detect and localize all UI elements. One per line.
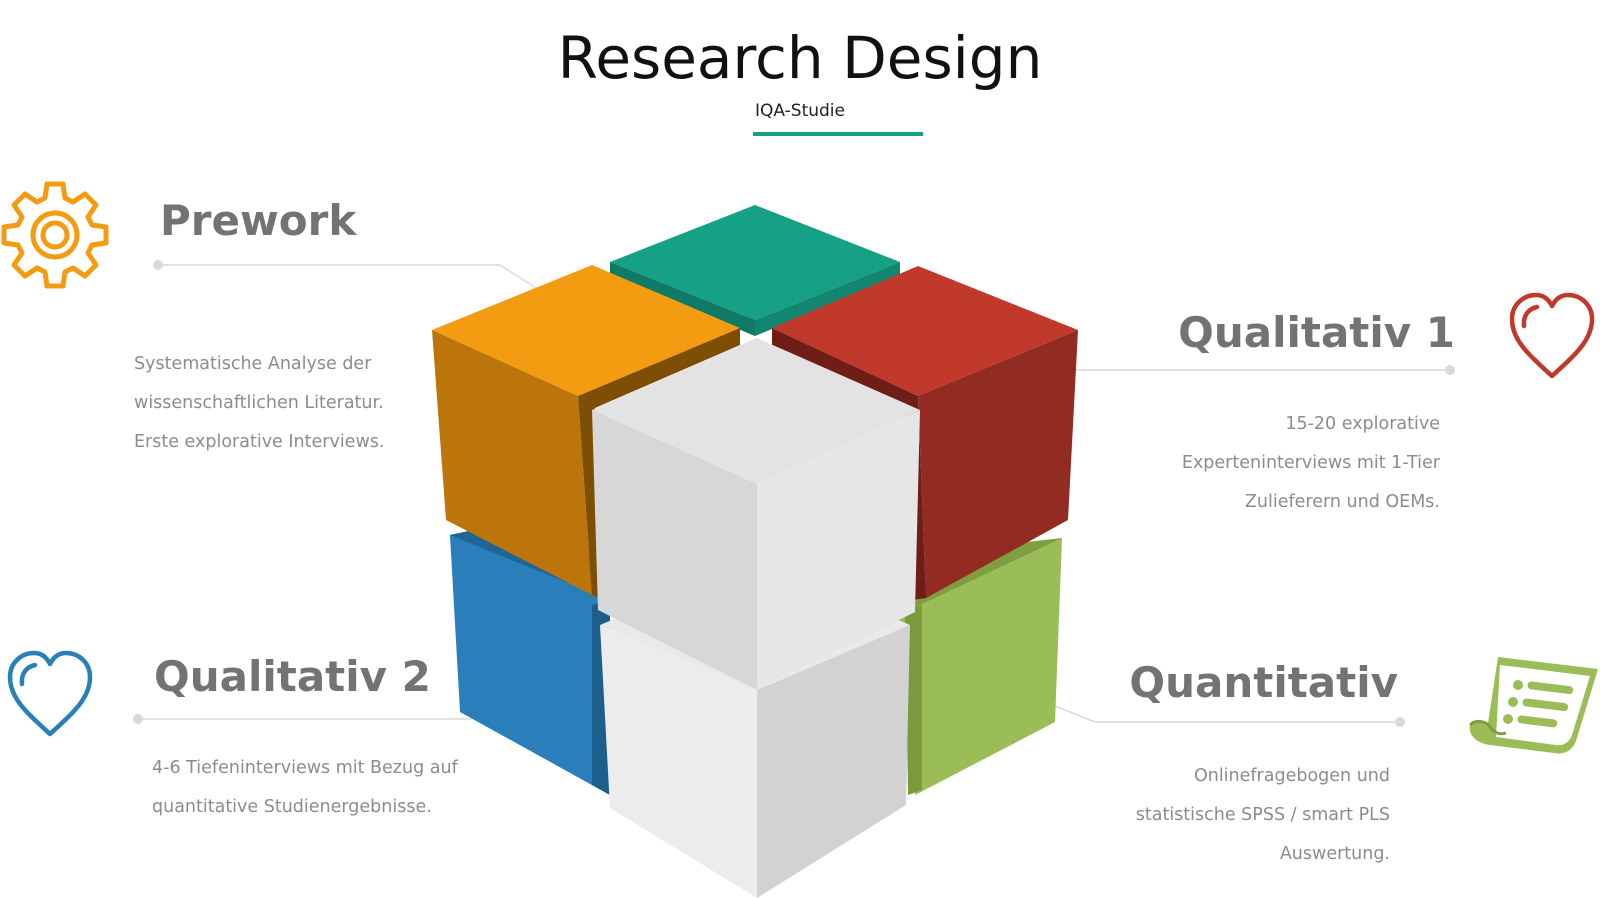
quantitativ-title: Quantitativ xyxy=(1129,658,1398,707)
prework-line: Erste explorative Interviews. xyxy=(134,432,385,452)
gear-icon xyxy=(1,181,109,289)
page-subtitle: IQA-Studie xyxy=(755,101,845,121)
heart-icon xyxy=(1509,292,1595,379)
connector-dot-qualitativ2 xyxy=(133,714,143,724)
quantitativ-line: Onlinefragebogen und xyxy=(1193,766,1390,786)
qualitativ2-line: quantitative Studienergebnisse. xyxy=(152,797,432,817)
connector-dot-quantitativ xyxy=(1395,717,1405,727)
connector-dot-qualitativ1 xyxy=(1445,365,1455,375)
prework-description: Systematische Analyse der wissenschaftli… xyxy=(134,345,384,462)
qualitativ2-description: 4-6 Tiefeninterviews mit Bezug auf quant… xyxy=(152,749,458,827)
quantitativ-description: Onlinefragebogen und statistische SPSS /… xyxy=(1136,757,1390,874)
connector-dot-prework xyxy=(153,260,163,270)
cube-teal xyxy=(610,205,900,336)
cube-grey-top xyxy=(592,338,920,690)
quantitativ-line: Auswertung. xyxy=(1279,844,1390,864)
page-title: Research Design xyxy=(557,24,1043,92)
qualitativ1-title: Qualitativ 1 xyxy=(1178,308,1455,357)
quantitativ-line: statistische SPSS / smart PLS xyxy=(1135,805,1390,825)
qualitativ1-line: Experteninterviews mit 1-Tier xyxy=(1181,453,1440,473)
prework-line: wissenschaftlichen Literatur. xyxy=(134,393,384,413)
qualitativ1-description: 15-20 explorative Experteninterviews mit… xyxy=(1182,405,1440,522)
qualitativ1-line: 15-20 explorative xyxy=(1285,414,1440,434)
qualitativ1-line: Zulieferern und OEMs. xyxy=(1244,492,1440,512)
title-underline xyxy=(753,132,923,136)
cube-orange xyxy=(432,265,740,598)
qualitativ2-title: Qualitativ 2 xyxy=(154,652,431,701)
cube-green xyxy=(895,538,1062,795)
prework-title: Prework xyxy=(160,196,357,245)
qualitativ2-line: 4-6 Tiefeninterviews mit Bezug auf xyxy=(152,758,458,778)
document-list-icon xyxy=(1468,657,1598,754)
heart-icon xyxy=(7,650,93,737)
prework-line: Systematische Analyse der xyxy=(134,354,372,374)
